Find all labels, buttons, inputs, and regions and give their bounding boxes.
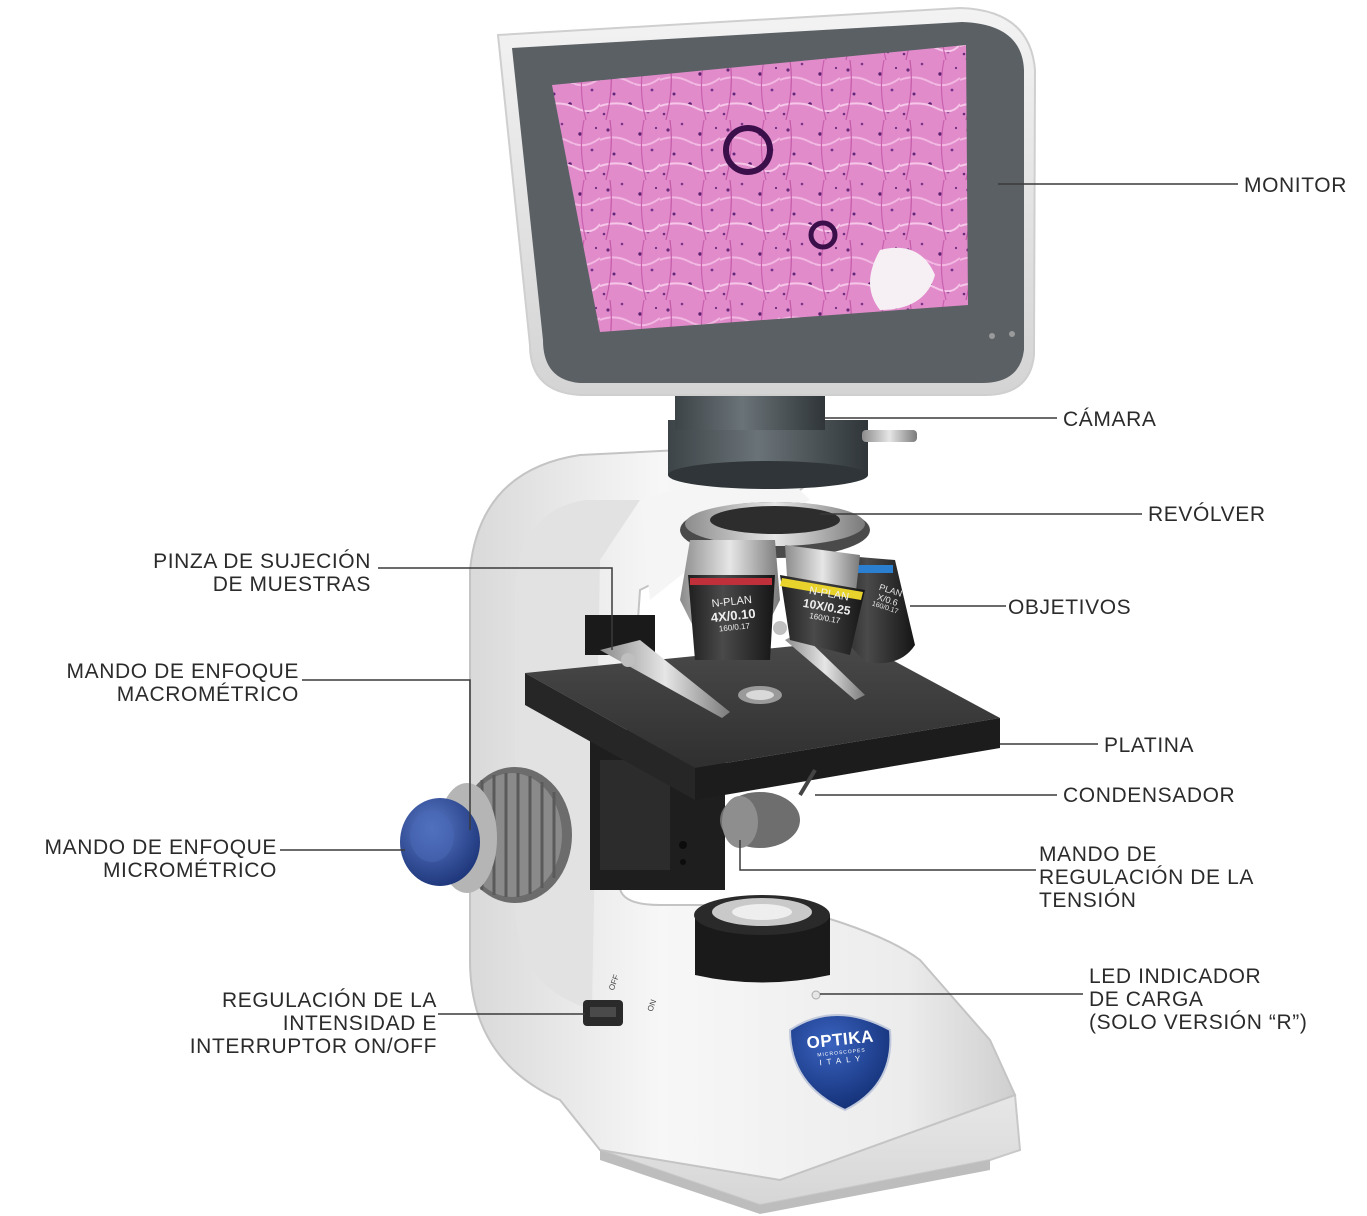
label-line: OBJETIVOS: [1008, 596, 1131, 619]
label-line: INTENSIDAD E: [190, 1012, 437, 1035]
label-charge-led: LED INDICADOR DE CARGA (SOLO VERSIÓN “R”…: [1089, 965, 1307, 1034]
label-camera: CÁMARA: [1063, 408, 1156, 431]
label-line: REGULACIÓN DE LA: [1039, 866, 1254, 889]
label-monitor: MONITOR: [1244, 174, 1347, 197]
label-line: LED INDICADOR: [1089, 965, 1307, 988]
label-line: MANDO DE ENFOQUE: [67, 660, 299, 683]
label-line: CÁMARA: [1063, 408, 1156, 431]
monitor: [498, 8, 1035, 395]
label-line: REVÓLVER: [1148, 503, 1266, 526]
label-line: (SOLO VERSIÓN “R”): [1089, 1011, 1307, 1034]
label-line: TENSIÓN: [1039, 889, 1254, 912]
camera-body: [668, 395, 917, 489]
label-line: REGULACIÓN DE LA: [190, 989, 437, 1012]
fine-focus-knob: [400, 798, 480, 886]
label-line: PINZA DE SUJECIÓN: [153, 550, 371, 573]
charge-led: [812, 991, 820, 999]
label-specimen-clip: PINZA DE SUJECIÓN DE MUESTRAS: [153, 550, 371, 596]
label-line: DE MUESTRAS: [153, 573, 371, 596]
label-line: MONITOR: [1244, 174, 1347, 197]
label-revolver: REVÓLVER: [1148, 503, 1266, 526]
label-intensity-switch: REGULACIÓN DE LA INTENSIDAD E INTERRUPTO…: [190, 989, 437, 1058]
light-collector: [694, 895, 830, 983]
label-line: MACROMÉTRICO: [67, 683, 299, 706]
leader-tension: [740, 840, 1036, 870]
label-line: PLATINA: [1104, 734, 1194, 757]
label-coarse-focus: MANDO DE ENFOQUE MACROMÉTRICO: [67, 660, 299, 706]
label-tension-knob: MANDO DE REGULACIÓN DE LA TENSIÓN: [1039, 843, 1254, 912]
intensity-switch: [583, 1000, 623, 1026]
label-line: MANDO DE: [1039, 843, 1254, 866]
label-objectives: OBJETIVOS: [1008, 596, 1131, 619]
label-line: CONDENSADOR: [1063, 784, 1235, 807]
tension-knob: [720, 792, 800, 848]
label-fine-focus: MANDO DE ENFOQUE MICROMÉTRICO: [45, 836, 277, 882]
label-line: MICROMÉTRICO: [45, 859, 277, 882]
label-line: INTERRUPTOR ON/OFF: [190, 1035, 437, 1058]
label-stage: PLATINA: [1104, 734, 1194, 757]
label-line: MANDO DE ENFOQUE: [45, 836, 277, 859]
label-condenser: CONDENSADOR: [1063, 784, 1235, 807]
label-line: DE CARGA: [1089, 988, 1307, 1011]
